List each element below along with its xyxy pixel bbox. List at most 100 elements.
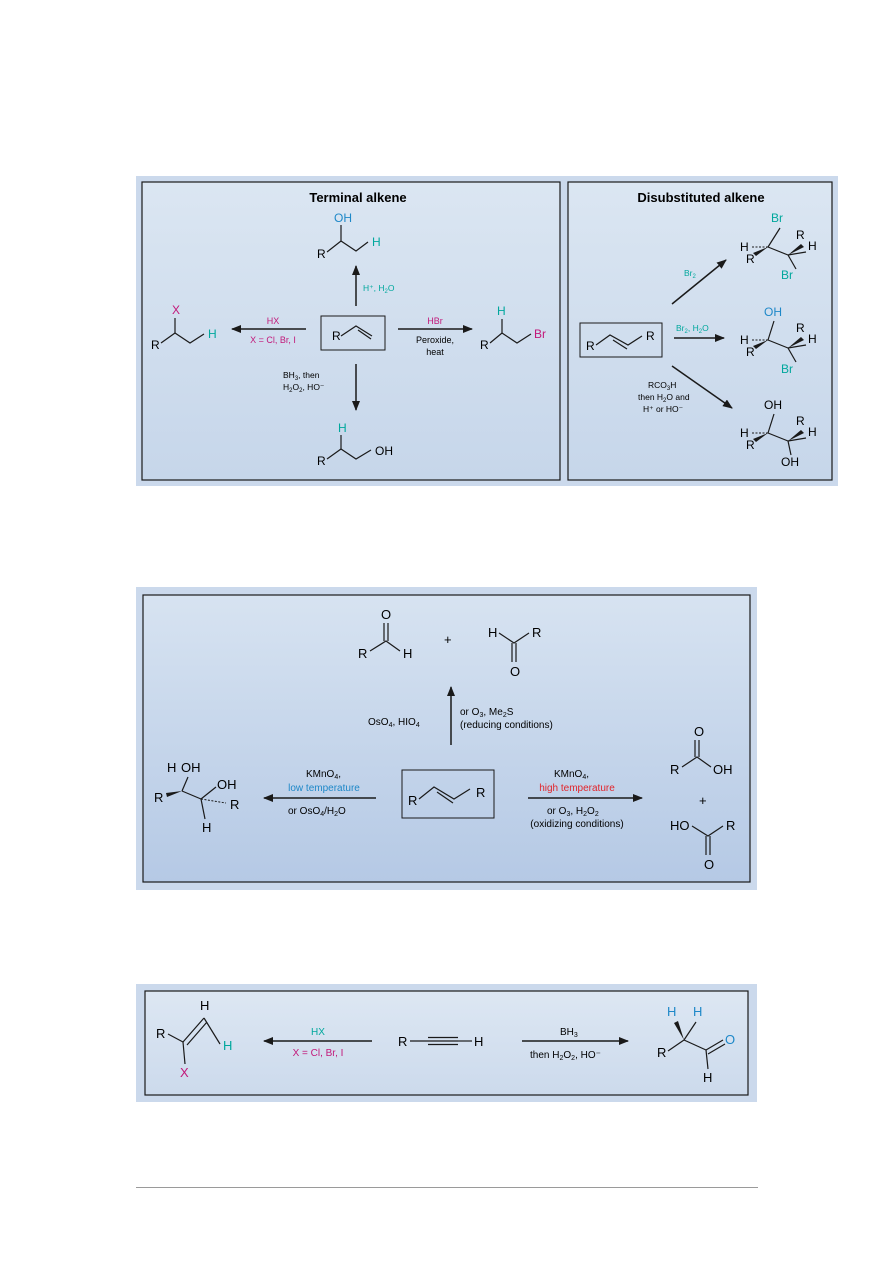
reagent-hx: HX <box>267 316 280 326</box>
reagent-bh3: BH3 <box>560 1027 578 1039</box>
svg-text:H: H <box>740 426 749 440</box>
svg-text:O: O <box>381 607 391 622</box>
terminal-alkene-title: Terminal alkene <box>309 190 406 205</box>
reagent-hx-halogens-alkyne: X = Cl, Br, I <box>293 1048 344 1059</box>
product-aldehyde: H H R O H <box>657 1004 735 1085</box>
svg-text:H: H <box>703 1070 712 1085</box>
product-anti-markovnikov-bromide: H Br R <box>480 304 546 352</box>
reagent-then-h2o2: then H2O2, HO⁻ <box>530 1050 601 1062</box>
reagent-ozone-me2s: or O3, Me2S <box>460 707 514 719</box>
svg-text:R: R <box>317 454 326 468</box>
svg-text:R: R <box>154 790 163 805</box>
product-aldehydes: O R H + H R O <box>358 607 541 679</box>
svg-text:OH: OH <box>181 760 201 775</box>
figure-oxidative-cleavage: R R OsO4, HIO4 or O3, Me2S (reducing con… <box>136 587 757 890</box>
product-dibromide: Br H R R H Br <box>740 211 817 282</box>
svg-text:R: R <box>746 345 755 359</box>
reagent-br2-h2o: Br2, H2O <box>676 323 709 335</box>
svg-text:H: H <box>208 327 217 341</box>
svg-text:H: H <box>740 333 749 347</box>
svg-text:R: R <box>156 1026 165 1041</box>
svg-text:Br: Br <box>781 268 793 282</box>
svg-text:Br: Br <box>534 327 546 341</box>
svg-text:R: R <box>151 338 160 352</box>
svg-text:Br: Br <box>771 211 783 225</box>
reagent-rco3h: RCO3H <box>648 380 676 392</box>
footer-divider <box>136 1187 758 1188</box>
svg-text:O: O <box>704 857 714 872</box>
svg-text:H: H <box>693 1004 702 1019</box>
svg-text:R: R <box>746 252 755 266</box>
svg-text:H: H <box>808 239 817 253</box>
svg-text:R: R <box>230 797 239 812</box>
product-vinyl-halide: H R H X <box>156 998 232 1080</box>
reagent-acid-or-base: H⁺ or HO⁻ <box>643 404 684 414</box>
svg-text:H: H <box>403 646 412 661</box>
svg-text:R: R <box>726 818 735 833</box>
svg-text:HO: HO <box>670 818 690 833</box>
oxidizing-conditions-label: (oxidizing conditions) <box>530 819 623 830</box>
arrow-bromination <box>671 259 727 305</box>
svg-text:OH: OH <box>781 455 799 469</box>
svg-text:OH: OH <box>764 305 782 319</box>
reagent-heat: heat <box>426 347 444 357</box>
reagent-kmno4-left: KMnO4, <box>306 769 341 781</box>
reagent-hx-alkyne: HX <box>311 1027 325 1038</box>
high-temperature-label: high temperature <box>539 783 615 794</box>
figure-alkene-additions: Terminal alkene Disubstituted alkene R H… <box>136 176 838 486</box>
svg-text:O: O <box>725 1032 735 1047</box>
low-temperature-label: low temperature <box>288 783 360 794</box>
plus-sign: + <box>444 632 452 647</box>
svg-text:R: R <box>332 329 341 343</box>
svg-text:O: O <box>510 664 520 679</box>
product-bromohydrin: OH H R R H Br <box>740 305 817 376</box>
svg-text:H: H <box>667 1004 676 1019</box>
svg-text:H: H <box>202 820 211 835</box>
product-markovnikov-alcohol: OH H R <box>317 211 381 261</box>
svg-text:R: R <box>796 414 805 428</box>
svg-text:OH: OH <box>713 762 733 777</box>
svg-text:H: H <box>740 240 749 254</box>
svg-text:R: R <box>480 338 489 352</box>
reagent-kmno4-right: KMnO4, <box>554 769 589 781</box>
svg-text:R: R <box>796 228 805 242</box>
terminal-alkene-start: R <box>320 315 386 351</box>
svg-text:R: R <box>746 438 755 452</box>
svg-text:R: R <box>796 321 805 335</box>
reagent-br2: Br2 <box>684 268 697 280</box>
svg-text:X: X <box>180 1065 189 1080</box>
svg-text:H: H <box>372 235 381 249</box>
svg-text:H: H <box>474 1034 483 1049</box>
svg-text:OH: OH <box>375 444 393 458</box>
svg-text:R: R <box>657 1045 666 1060</box>
svg-text:R: R <box>476 785 485 800</box>
svg-text:R: R <box>358 646 367 661</box>
svg-text:Br: Br <box>781 362 793 376</box>
svg-text:OH: OH <box>334 211 352 225</box>
svg-text:H: H <box>488 625 497 640</box>
reagent-oso4-hio4: OsO4, HIO4 <box>368 717 420 729</box>
alkyne-panel <box>144 990 749 1096</box>
product-syn-diol: H OH OH R R H <box>154 760 239 835</box>
plus-sign-2: + <box>699 793 707 808</box>
svg-text:X: X <box>172 303 180 317</box>
svg-text:R: R <box>586 339 595 353</box>
product-primary-alcohol: H OH R <box>317 421 393 468</box>
svg-text:H: H <box>338 421 347 435</box>
svg-text:H: H <box>808 425 817 439</box>
svg-text:OH: OH <box>217 777 237 792</box>
svg-text:H: H <box>808 332 817 346</box>
reagent-peroxide: Peroxide, <box>416 335 454 345</box>
reducing-conditions-label: (reducing conditions) <box>460 720 553 731</box>
svg-text:R: R <box>317 247 326 261</box>
disubstituted-alkene-panel <box>567 181 833 481</box>
svg-text:R: R <box>670 762 679 777</box>
arrow-epoxidation-diol <box>671 365 733 409</box>
product-carboxylic-acids: O R OH + HO R O <box>670 724 735 872</box>
svg-text:H: H <box>200 998 209 1013</box>
reagent-hx-halogens: X = Cl, Br, I <box>250 335 296 345</box>
svg-text:H: H <box>497 304 506 318</box>
reagent-then-h2o: then H2O and <box>638 392 690 404</box>
product-anti-diol: OH H R R H OH <box>740 398 817 469</box>
figure-alkyne-additions: H R H X HX X = Cl, Br, I R H BH3 then H2… <box>136 984 757 1102</box>
